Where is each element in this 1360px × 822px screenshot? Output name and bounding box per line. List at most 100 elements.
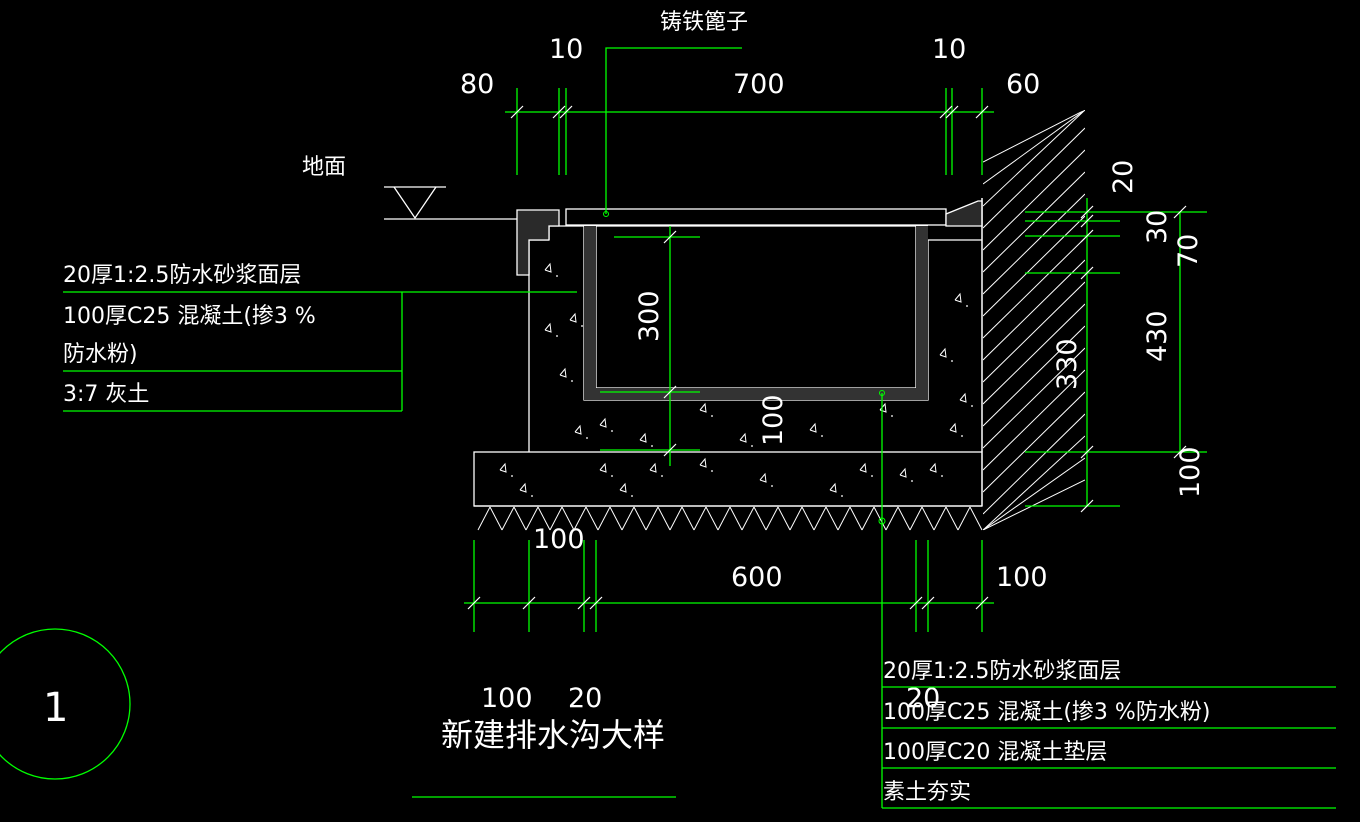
stipple-dot	[951, 360, 953, 362]
hatch-line	[609, 506, 623, 531]
hatch-line	[705, 506, 719, 531]
stipple-dot	[531, 495, 533, 497]
hatch-line	[789, 506, 803, 531]
stipple-mark	[899, 467, 907, 478]
stipple-dot	[711, 470, 713, 472]
left-legend-row-4: 3:7 灰土	[63, 382, 149, 407]
hatch-line	[983, 110, 1085, 163]
grate-leader-dot	[603, 211, 609, 217]
hatch-line	[983, 347, 1085, 449]
right-leader-dot-mid	[878, 517, 886, 525]
dim-bottom-600: 600	[731, 562, 783, 593]
hatch-line	[969, 506, 983, 531]
dim-top-10b: 10	[932, 34, 966, 65]
grate-leader: 铸铁篦子	[603, 10, 748, 217]
hatch-line	[957, 506, 971, 531]
hatch-line	[549, 506, 563, 531]
stipple-dot	[581, 325, 583, 327]
hatch-line	[801, 506, 815, 531]
stipple-dot	[771, 485, 773, 487]
hatch-line	[597, 506, 611, 531]
stipple-mark	[544, 322, 552, 333]
hatch-line	[983, 435, 1085, 531]
stipple-mark	[929, 462, 937, 473]
stipple-mark	[739, 432, 747, 443]
hatch-line	[983, 110, 1085, 185]
hatch-line	[645, 506, 659, 531]
right-legend-row-2: 100厚C25 混凝土(掺3 %防水粉)	[883, 700, 1210, 725]
ditch-structure	[473, 198, 983, 507]
stipple-dot	[556, 275, 558, 277]
stipple-dot	[711, 415, 713, 417]
hatch-line	[681, 506, 695, 531]
right-legend-row-3: 100厚C20 混凝土垫层	[883, 740, 1107, 765]
stipple-mark	[699, 457, 707, 468]
stipple-mark	[759, 472, 767, 483]
ground-level-symbol: 地面	[302, 155, 517, 220]
right-dimensions: 20 30 70 430 330 100	[1025, 160, 1207, 513]
hatch-line	[983, 237, 1085, 339]
hatch-line	[861, 506, 875, 531]
stipple-mark	[519, 482, 527, 493]
right-legend-row-4: 素土夯实	[883, 780, 971, 805]
stipple-dot	[751, 445, 753, 447]
left-wall-outline	[528, 239, 549, 452]
hatch-line	[837, 506, 851, 531]
dim-bottom-100b: 100	[996, 562, 1048, 593]
dim-top-10a: 10	[549, 34, 583, 65]
stipple-dot	[611, 430, 613, 432]
hatch-line	[897, 506, 911, 531]
stipple-mark	[949, 422, 957, 433]
dim-right-70: 70	[1173, 234, 1204, 268]
top-dimensions: 80 10 700 10 60	[460, 34, 1040, 175]
right-legend-row-1: 20厚1:2.5防水砂浆面层	[883, 659, 1121, 684]
hatch-line	[633, 506, 647, 531]
hatch-line	[753, 506, 767, 531]
stipple-dot	[841, 495, 843, 497]
hatch-line	[825, 506, 839, 531]
stipple-mark	[959, 392, 967, 403]
base-slab	[473, 451, 983, 507]
hatch-line	[729, 506, 743, 531]
stipple-dot	[556, 335, 558, 337]
hatch-bottom-lines	[477, 506, 983, 531]
hatch-line	[983, 110, 1085, 207]
hatch-line	[621, 506, 635, 531]
hatch-line	[525, 506, 539, 531]
stipple-dot	[586, 437, 588, 439]
hatch-line	[983, 149, 1085, 251]
hatch-line	[777, 506, 791, 531]
left-legend: 20厚1:2.5防水砂浆面层 100厚C25 混凝土(掺3 % 防水粉) 3:7…	[63, 263, 577, 412]
ground-symbol-triangle	[393, 186, 437, 220]
dim-inner-300: 300	[634, 290, 665, 342]
stipple-mark	[649, 462, 657, 473]
stipple-dot	[661, 475, 663, 477]
dim-right-100: 100	[1175, 446, 1206, 498]
inner-dimensions: 300 100	[600, 226, 789, 466]
stipple-dot	[821, 435, 823, 437]
dim-bottom-100a: 100	[533, 524, 585, 555]
left-legend-row-2: 100厚C25 混凝土(掺3 %	[63, 304, 316, 329]
hatch-line	[885, 506, 899, 531]
hatch-line	[983, 413, 1085, 515]
hatch-line	[693, 506, 707, 531]
stipple-dot	[871, 475, 873, 477]
grate-leader-line	[605, 47, 742, 214]
stipple-dot	[911, 480, 913, 482]
hatch-line	[657, 506, 671, 531]
hatch-line	[765, 506, 779, 531]
stipple-mark	[829, 482, 837, 493]
stipple-mark	[559, 367, 567, 378]
stipple-mark	[599, 417, 607, 428]
stipple-mark	[569, 312, 577, 323]
hatch-line	[717, 506, 731, 531]
drawing-title: 新建排水沟大样	[441, 716, 665, 754]
hatch-line	[983, 193, 1085, 295]
stipple-mark	[639, 432, 647, 443]
hatch-line	[983, 325, 1085, 427]
left-legend-row-3: 防水粉)	[63, 342, 138, 367]
stipple-dot	[651, 445, 653, 447]
hatch-line	[537, 506, 551, 531]
right-curb	[945, 200, 983, 227]
